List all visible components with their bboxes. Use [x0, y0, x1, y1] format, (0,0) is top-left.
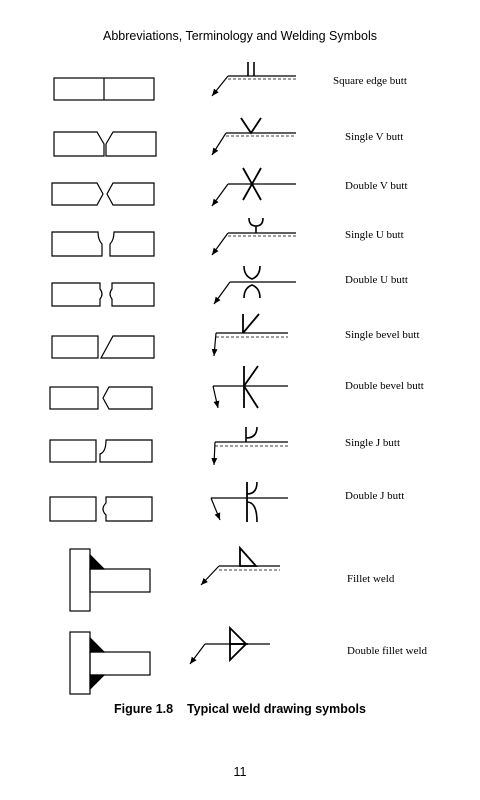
single-j-butt-joint-drawing: [49, 439, 153, 463]
double-u-butt-weld-symbol: [213, 265, 296, 305]
page-number: 11: [233, 765, 247, 779]
double-v-butt-joint-drawing: [51, 182, 155, 206]
label-double-u-butt: Double U butt: [345, 274, 408, 286]
label-double-v-butt: Double V butt: [345, 180, 408, 192]
single-v-butt-weld-symbol: [211, 117, 296, 156]
label-single-j-butt: Single J butt: [345, 437, 401, 449]
single-v-butt-joint-drawing: [53, 131, 157, 157]
square-edge-butt-weld-symbol: [211, 62, 296, 97]
double-j-butt-weld-symbol: [210, 481, 288, 523]
fillet-weld-weld-symbol: [200, 545, 280, 586]
running-header: Abbreviations, Terminology and Welding S…: [103, 29, 377, 43]
double-fillet-weld-weld-symbol: [189, 625, 270, 665]
label-square-edge-butt: Square edge butt: [333, 75, 407, 87]
double-u-butt-joint-drawing: [51, 282, 155, 307]
double-bevel-butt-weld-symbol: [212, 365, 288, 409]
figure-caption: Figure 1.8 Typical weld drawing symbols: [114, 702, 366, 716]
double-fillet-weld-joint-drawing: [69, 631, 151, 695]
double-v-butt-weld-symbol: [211, 167, 296, 207]
label-double-fillet-weld: Double fillet weld: [347, 645, 428, 657]
double-j-butt-joint-drawing: [49, 496, 153, 522]
label-double-j-butt: Double J butt: [345, 490, 405, 502]
single-u-butt-weld-symbol: [211, 217, 296, 256]
label-single-u-butt: Single U butt: [345, 229, 404, 241]
label-single-v-butt: Single V butt: [345, 131, 404, 143]
fillet-weld-joint-drawing: [69, 548, 151, 612]
double-bevel-butt-joint-drawing: [49, 386, 153, 410]
single-bevel-butt-weld-symbol: [211, 313, 288, 357]
label-single-bevel-butt: Single bevel butt: [345, 329, 420, 341]
single-j-butt-weld-symbol: [211, 426, 288, 466]
single-bevel-butt-joint-drawing: [51, 335, 155, 359]
square-edge-butt-joint-drawing: [53, 77, 155, 101]
single-u-butt-joint-drawing: [51, 231, 155, 257]
label-fillet-weld: Fillet weld: [347, 573, 395, 585]
label-double-bevel-butt: Double bevel butt: [345, 380, 424, 392]
